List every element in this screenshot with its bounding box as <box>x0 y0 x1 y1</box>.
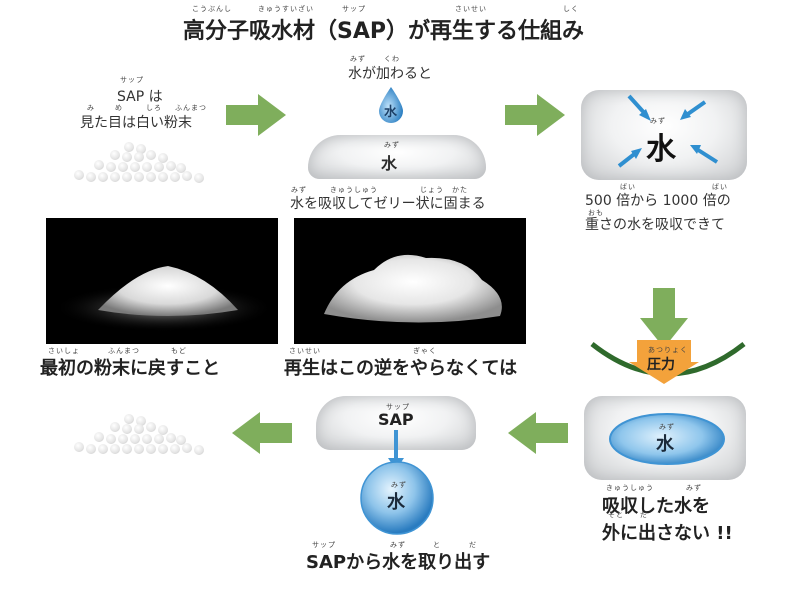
photo-left-ruby-1: さいしょ <box>48 347 80 355</box>
powder-photo <box>46 218 278 344</box>
step3-label: 水 <box>646 132 676 167</box>
step2-ruby-b1: みず <box>291 186 307 194</box>
step3-ruby-bai1: ばい <box>620 183 636 191</box>
step1-ruby-sap: サップ <box>120 76 144 84</box>
step4-line2: 外に出さない !! <box>602 523 733 544</box>
step3-ruby-bai2: ばい <box>712 183 728 191</box>
step3-ruby: みず <box>650 117 666 125</box>
step2-ruby-kuwa: くわ <box>384 55 400 63</box>
step1-ruby-mi: み <box>87 104 95 112</box>
step4-ruby-kyu: きゅうしゅう <box>606 484 654 492</box>
step2-ruby-b3: じょう <box>420 186 444 194</box>
arrow-right-2 <box>505 94 565 136</box>
step5-ball-label: 水 <box>387 492 405 513</box>
title-ruby-shiku: しく <box>563 5 579 13</box>
step5-ruby-da: だ <box>469 541 477 549</box>
jelly-cloud <box>308 135 486 179</box>
arrow-left-1 <box>508 412 568 454</box>
step2-ruby-b2: きゅうしゅう <box>330 186 378 194</box>
step5-ruby-to: と <box>433 541 441 549</box>
water-drop-label: 水 <box>384 105 398 120</box>
photo-right-caption: 再生はこの逆をやらなくては <box>284 358 518 379</box>
photo-right-ruby-1: さいせい <box>289 347 321 355</box>
title-ruby-sap: サップ <box>342 5 366 13</box>
step4-ruby-da: だ <box>640 511 648 519</box>
arrow-down <box>640 288 688 348</box>
title-ruby-saisei: さいせい <box>455 5 487 13</box>
photo-right-ruby-2: ぎゃく <box>413 347 437 355</box>
step5-sap-label: SAP <box>378 410 414 429</box>
step4-ruby-soto: そと <box>608 511 624 519</box>
step3-line1: 500 倍から 1000 倍の <box>585 193 731 209</box>
step2-ruby-b4: かた <box>452 186 468 194</box>
arrow-left-2 <box>232 412 292 454</box>
step2-ruby-mizu: みず <box>350 55 366 63</box>
title-ruby-kyusuizai: きゅうすいざい <box>258 5 314 13</box>
photo-left-ruby-3: もど <box>171 347 187 355</box>
step1-ruby-funmatsu: ふんまつ <box>175 104 207 112</box>
step3-line2: 重さの水を吸収できて <box>585 217 725 233</box>
step2-cloud-label: 水 <box>381 154 398 173</box>
water-ball <box>359 460 435 540</box>
step3-ruby-omo: おも <box>588 209 604 217</box>
step1-ruby-me: め <box>115 104 123 112</box>
step1-ruby-shiro: しろ <box>146 104 162 112</box>
step5-sap-ruby: サップ <box>386 403 410 411</box>
step2-bottom: 水を吸収してゼリー状に固まる <box>290 196 486 212</box>
water-capsule <box>608 412 726 470</box>
powder-pile-top <box>68 142 208 184</box>
step5-caption: SAPから水を取り出す <box>306 552 491 573</box>
step1-line2: 見た目は白い粉末 <box>80 115 192 131</box>
page-title: 高分子吸水材（SAP）が再生する仕組み <box>183 19 584 44</box>
step1-line1: SAP は <box>117 89 163 105</box>
gel-photo <box>294 218 526 344</box>
water-pressure-cloud <box>581 90 747 180</box>
step5-ruby-sap: サップ <box>312 541 336 549</box>
inward-arrows-icon <box>581 90 747 184</box>
step5-ruby-mizu: みず <box>390 541 406 549</box>
step4-ruby: みず <box>659 423 675 431</box>
photo-left-caption: 最初の粉末に戻すこと <box>40 358 220 379</box>
arrow-right-1 <box>226 94 286 136</box>
step4-ruby-mizu: みず <box>686 484 702 492</box>
powder-pile-bottom <box>68 414 208 456</box>
step4-line1: 吸収した水を <box>602 496 710 517</box>
photo-left-ruby-2: ふんまつ <box>108 347 140 355</box>
water-drop-icon: 水 <box>377 86 405 124</box>
step4-label: 水 <box>656 434 674 455</box>
pressure-label: 圧力 <box>647 357 675 373</box>
step2-top: 水が加わると <box>348 66 432 82</box>
pressure-ruby: あつりょく <box>648 346 688 354</box>
title-ruby-koubunshi: こうぶんし <box>192 5 232 13</box>
step2-cloud-ruby: みず <box>384 141 400 149</box>
step5-ball-ruby: みず <box>391 481 407 489</box>
pressure-arrow-icon <box>629 340 699 388</box>
